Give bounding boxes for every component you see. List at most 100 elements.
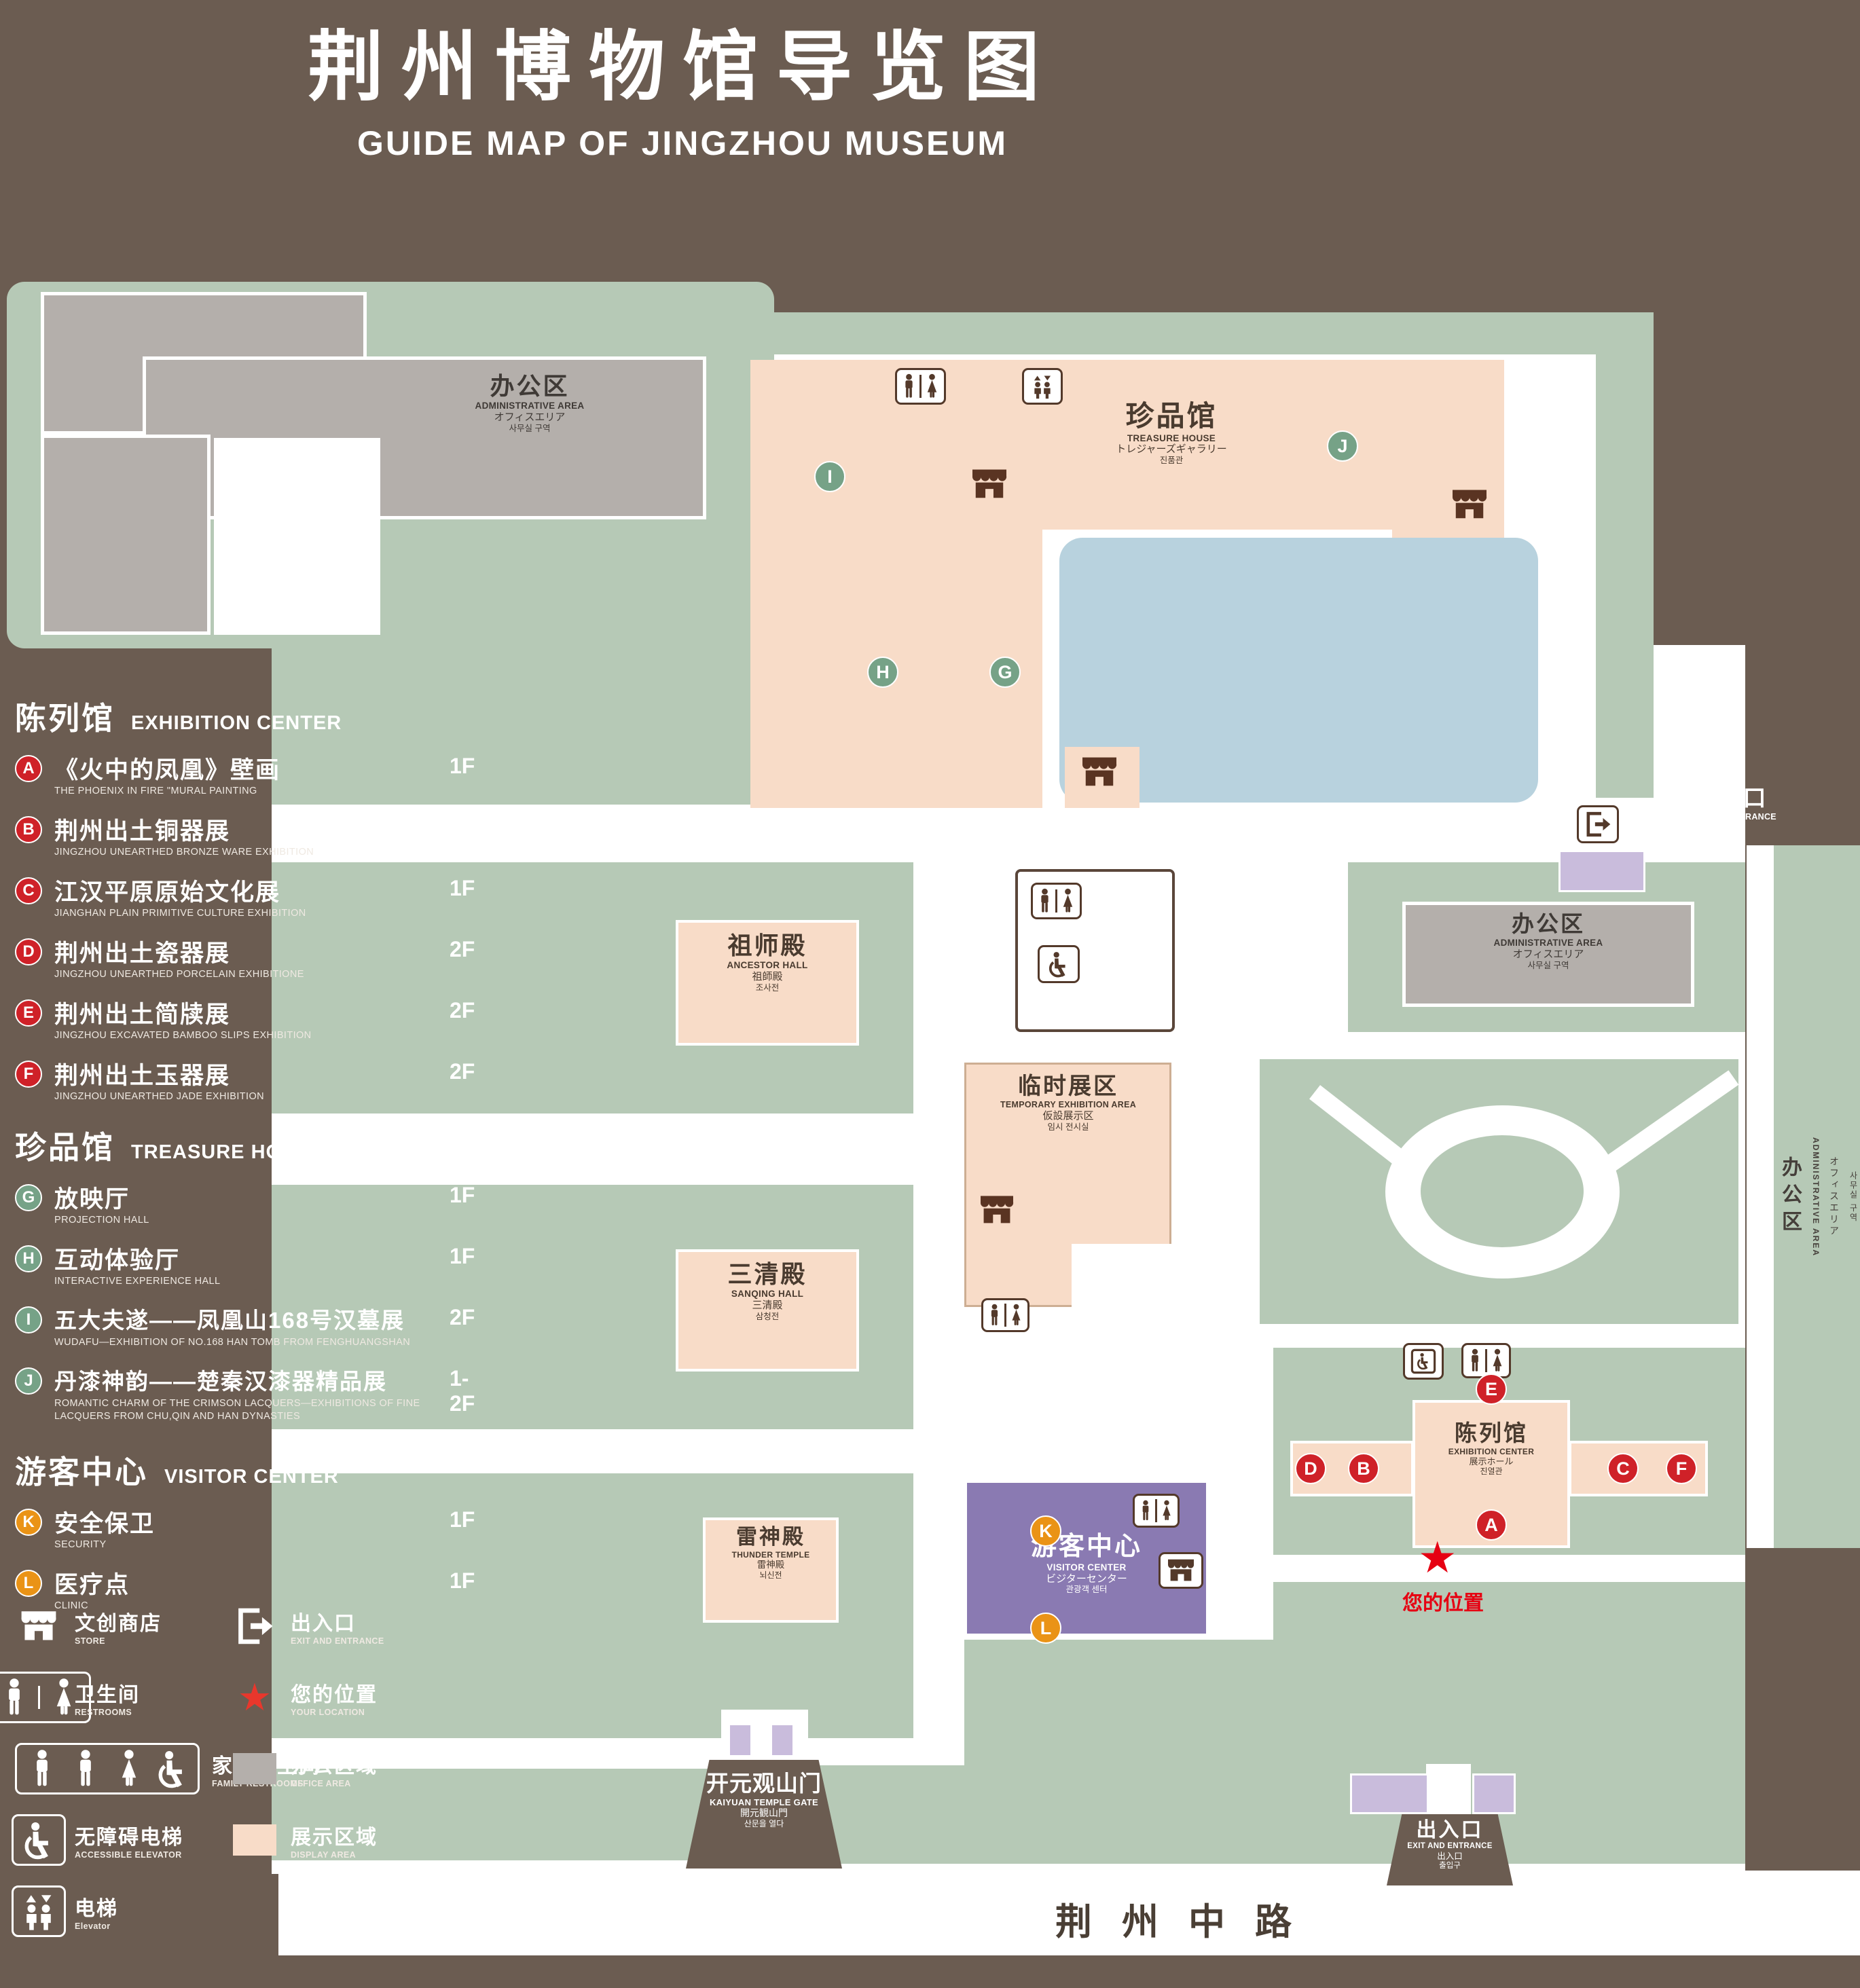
- restroom-icon: [895, 368, 946, 405]
- legend-marker-k: K: [15, 1509, 42, 1536]
- temporary-exhibition-label-zh: 临时展区: [1018, 1073, 1118, 1099]
- garden-island: [1421, 1135, 1584, 1247]
- restroom-icon: [981, 1298, 1029, 1332]
- legend-item-k: K 安全保卫 SECURITY 1F: [15, 1505, 490, 1566]
- admin-right-label-en: ADMINISTRATIVE AREA: [1493, 937, 1603, 948]
- exhibition-center-label-en: EXHIBITION CENTER: [1448, 1446, 1535, 1456]
- admin-side-label-en: ADMINISTRATIVE AREA: [1811, 1137, 1821, 1257]
- legend-item-zh: 互动体验厅: [54, 1247, 181, 1274]
- legend-item-floor: 1F: [450, 1183, 475, 1207]
- legend-item-en: WUDAFU—EXHIBITION OF NO.168 HAN TOMB FRO…: [54, 1337, 411, 1348]
- divider: [1055, 889, 1057, 913]
- your-location-label: 您的位置: [1402, 1592, 1484, 1615]
- path: [1072, 1244, 1171, 1307]
- map-marker-j: J: [1327, 430, 1358, 462]
- treasure-house-label-en: TREASURE HOUSE: [1127, 432, 1216, 443]
- visitor-center-label-ko: 관광객 센터: [1065, 1585, 1108, 1595]
- map-marker-g: G: [989, 657, 1021, 688]
- kaiyuan-gate-label-ko: 산문을 열다: [744, 1818, 784, 1828]
- legend-section-exhibition-center: 陈列馆 EXHIBITION CENTER: [15, 694, 490, 751]
- legend-item-floor: 1F: [450, 876, 475, 900]
- map-marker-b: B: [1348, 1453, 1379, 1484]
- ancestor-hall-label-ja: 祖師殿: [752, 971, 783, 983]
- sanqing-hall-label: 三清殿 SANQING HALL 三清殿 삼청전: [679, 1260, 856, 1322]
- symbol-label-zh: 出入口: [291, 1613, 356, 1635]
- legend-item-floor: 1F: [450, 754, 475, 778]
- legend-item-en: INTERACTIVE EXPERIENCE HALL: [54, 1276, 221, 1287]
- ancestor-hall-label-ko: 조사전: [755, 983, 780, 993]
- divider: [919, 375, 922, 398]
- kaiyuan-gate-label-en: KAIYUAN TEMPLE GATE: [709, 1797, 819, 1807]
- legend-marker-f: F: [15, 1061, 42, 1088]
- exit-icon: [1577, 805, 1619, 843]
- symbol-label-zh: 办公区域: [291, 1755, 378, 1778]
- legend-marker-e: E: [15, 999, 42, 1027]
- store-icon: [15, 1602, 62, 1650]
- legend-section-title-zh: 游客中心: [15, 1454, 148, 1490]
- legend-item-en: ROMANTIC CHARM OF THE CRIMSON LACQUERS—E…: [54, 1398, 420, 1422]
- admin-top-label-ja: オフィスエリア: [494, 411, 566, 424]
- treasure-house-building: [750, 360, 1504, 530]
- legend-item-en: JINGZHOU UNEARTHED JADE EXHIBITION: [54, 1091, 265, 1102]
- legend-item-floor: 1F: [450, 1244, 475, 1268]
- admin-right-label-ko: 사무실 구역: [1527, 960, 1569, 970]
- treasure-house-label: 珍品馆 TREASURE HOUSE トレジャーズギャラリー 진품관: [1070, 399, 1273, 466]
- ancestor-hall-label-zh: 祖师殿: [727, 932, 807, 959]
- restroom-icon: [1461, 1343, 1511, 1378]
- map-marker-l: L: [1030, 1613, 1061, 1644]
- admin-right-label-ja: オフィスエリア: [1512, 948, 1584, 960]
- gate-pillar: [728, 1723, 752, 1757]
- legend-item-floor: 2F: [450, 1305, 475, 1329]
- symbol-label-en: YOUR LOCATION: [291, 1708, 365, 1717]
- temporary-exhibition-label-ko: 임시 전시실: [1047, 1122, 1089, 1132]
- legend-item-zh: 荆州出土瓷器展: [54, 940, 231, 967]
- visitor-center-label-en: VISITOR CENTER: [1046, 1562, 1127, 1572]
- temporary-exhibition-label: 临时展区 TEMPORARY EXHIBITION AREA 仮設展示区 임시 …: [970, 1073, 1167, 1132]
- legend-marker-a: A: [15, 755, 42, 782]
- symbol-label-en: OFFICE AREA: [291, 1779, 351, 1788]
- store-icon: [970, 467, 1009, 504]
- legend-item-zh: 《火中的凤凰》壁画: [54, 757, 281, 784]
- legend-item-en: PROJECTION HALL: [54, 1215, 149, 1226]
- south-boundary-grounds: [805, 1765, 1745, 1864]
- path: [272, 1429, 913, 1473]
- accessible-restroom-icon: [1038, 945, 1080, 983]
- admin-side-label-ko: 사무실 구역: [1848, 1171, 1858, 1223]
- symbol-label-zh: 文创商店: [75, 1613, 162, 1635]
- legend: 陈列馆 EXHIBITION CENTER A 《火中的凤凰》壁画 THE PH…: [15, 694, 490, 1627]
- sanqing-hall-label-ko: 삼청전: [755, 1312, 780, 1322]
- legend-item-floor: 2F: [450, 937, 475, 961]
- divider: [1485, 1349, 1487, 1372]
- store-icon: [978, 1194, 1016, 1230]
- legend-section-title-en: VISITOR CENTER: [164, 1466, 339, 1488]
- map-marker-e: E: [1476, 1374, 1507, 1405]
- restroom-icon: [1031, 883, 1082, 919]
- sanqing-hall-label-zh: 三清殿: [727, 1260, 807, 1288]
- store-icon: [1450, 487, 1489, 525]
- sanqing-hall-label-en: SANQING HALL: [731, 1289, 804, 1300]
- page-title: 荆州博物馆导览图: [308, 24, 1057, 109]
- symbol-label-en: STORE: [75, 1636, 105, 1646]
- exit-icon: [231, 1602, 278, 1650]
- kaiyuan-gate-label: 开元观山门 KAIYUAN TEMPLE GATE 開元観山門 산문을 열다: [689, 1771, 839, 1828]
- admin-side-label-ja: オフィスエリア: [1829, 1156, 1840, 1237]
- map-marker-k: K: [1030, 1515, 1061, 1547]
- symbol-label-zh: 无障碍电梯: [75, 1826, 183, 1849]
- south-grounds: [964, 1640, 1273, 1769]
- admin-right-label: 办公区 ADMINISTRATIVE AREA オフィスエリア 사무실 구역: [1450, 911, 1647, 970]
- legend-item-e: E 荆州出土简牍展 JINGZHOU EXCAVATED BAMBOO SLIP…: [15, 995, 490, 1056]
- symbol-label-en: Elevator: [75, 1921, 111, 1931]
- elevator-icon: [1022, 368, 1063, 405]
- admin-top-building: [41, 435, 211, 635]
- admin-right-label-zh: 办公区: [1512, 911, 1585, 936]
- green-strip-right: [1596, 312, 1654, 798]
- map-marker-f: F: [1666, 1453, 1697, 1484]
- legend-section-treasure-house: 珍品馆 TREASURE HOUSE: [15, 1123, 490, 1180]
- legend-item-floor: 2F: [450, 998, 475, 1023]
- page-subtitle: GUIDE MAP OF JINGZHOU MUSEUM: [357, 124, 1008, 162]
- legend-marker-b: B: [15, 816, 42, 843]
- legend-item-zh: 丹漆神韵——楚秦汉漆器精品展: [54, 1369, 387, 1394]
- exit-bottom-building: [1472, 1773, 1516, 1814]
